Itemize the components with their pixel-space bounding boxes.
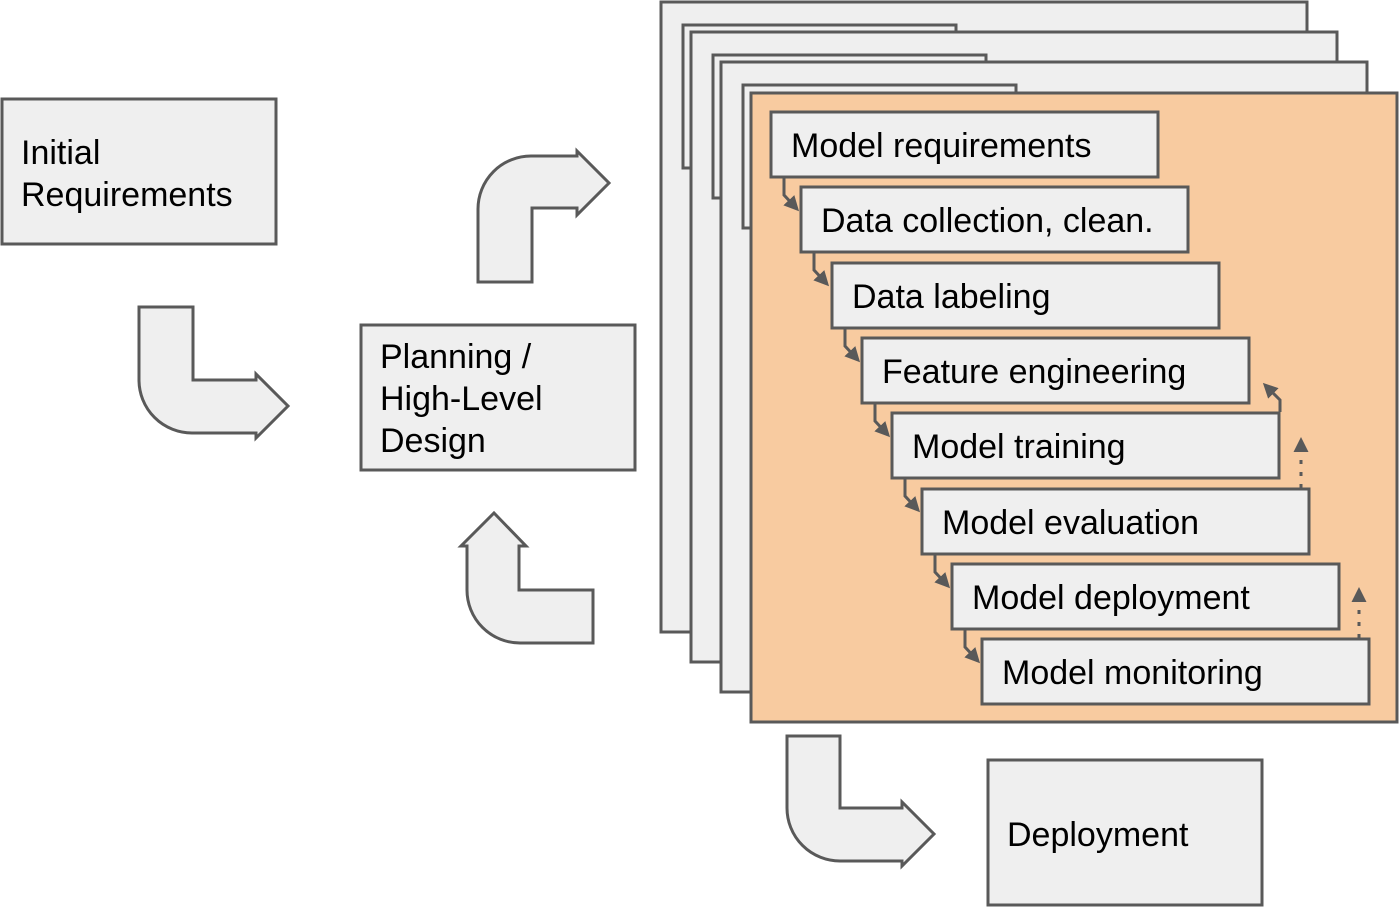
- step-label: Model evaluation: [942, 504, 1199, 542]
- connector-arrow: [903, 479, 921, 513]
- step-data-labeling: Data labeling: [830, 261, 1221, 330]
- feedback-arrows: [1262, 382, 1367, 638]
- step-connectors: [782, 178, 981, 664]
- block-arrow-initial-to-planning: [137, 305, 291, 442]
- block-arrow-planning-to-iterations: [476, 147, 612, 284]
- step-label: Model deployment: [972, 579, 1250, 617]
- step-label: Data collection, clean.: [821, 202, 1154, 240]
- step-label: Model training: [912, 428, 1126, 466]
- connector-arrow: [812, 253, 830, 287]
- planning-line2: High-Level: [380, 380, 543, 418]
- step-model-monitoring: Model monitoring: [980, 637, 1371, 706]
- connector-arrow: [782, 178, 800, 212]
- step-model-evaluation: Model evaluation: [920, 487, 1311, 556]
- block-arrow-iterations-to-deployment: [785, 734, 937, 870]
- initial-requirements-line1: Initial: [21, 134, 100, 172]
- planning-line1: Planning /: [380, 338, 532, 376]
- connector-arrow: [843, 329, 861, 363]
- initial-requirements-line2: Requirements: [21, 176, 233, 214]
- step-feature-engineering: Feature engineering: [860, 336, 1251, 405]
- step-model-deployment: Model deployment: [950, 562, 1341, 631]
- step-label: Model monitoring: [1002, 654, 1263, 692]
- connector-arrow: [873, 404, 891, 438]
- deployment-label: Deployment: [1007, 816, 1189, 854]
- step-label: Model requirements: [791, 127, 1091, 165]
- deployment-box: Deployment: [986, 758, 1264, 907]
- step-label: Data labeling: [852, 278, 1050, 316]
- step-label: Feature engineering: [882, 353, 1186, 391]
- step-data-collection: Data collection, clean.: [799, 185, 1190, 254]
- step-model-training: Model training: [890, 411, 1281, 480]
- connector-arrow: [963, 630, 981, 664]
- feedback-arrow-training-to-feature: [1262, 382, 1282, 412]
- planning-line3: Design: [380, 422, 486, 460]
- connector-arrow: [933, 555, 951, 589]
- block-arrow-iterations-to-planning: [457, 510, 595, 645]
- planning-box: Planning / High-Level Design: [359, 323, 637, 472]
- step-model-requirements: Model requirements: [769, 110, 1160, 179]
- initial-requirements-box: Initial Requirements: [0, 97, 278, 246]
